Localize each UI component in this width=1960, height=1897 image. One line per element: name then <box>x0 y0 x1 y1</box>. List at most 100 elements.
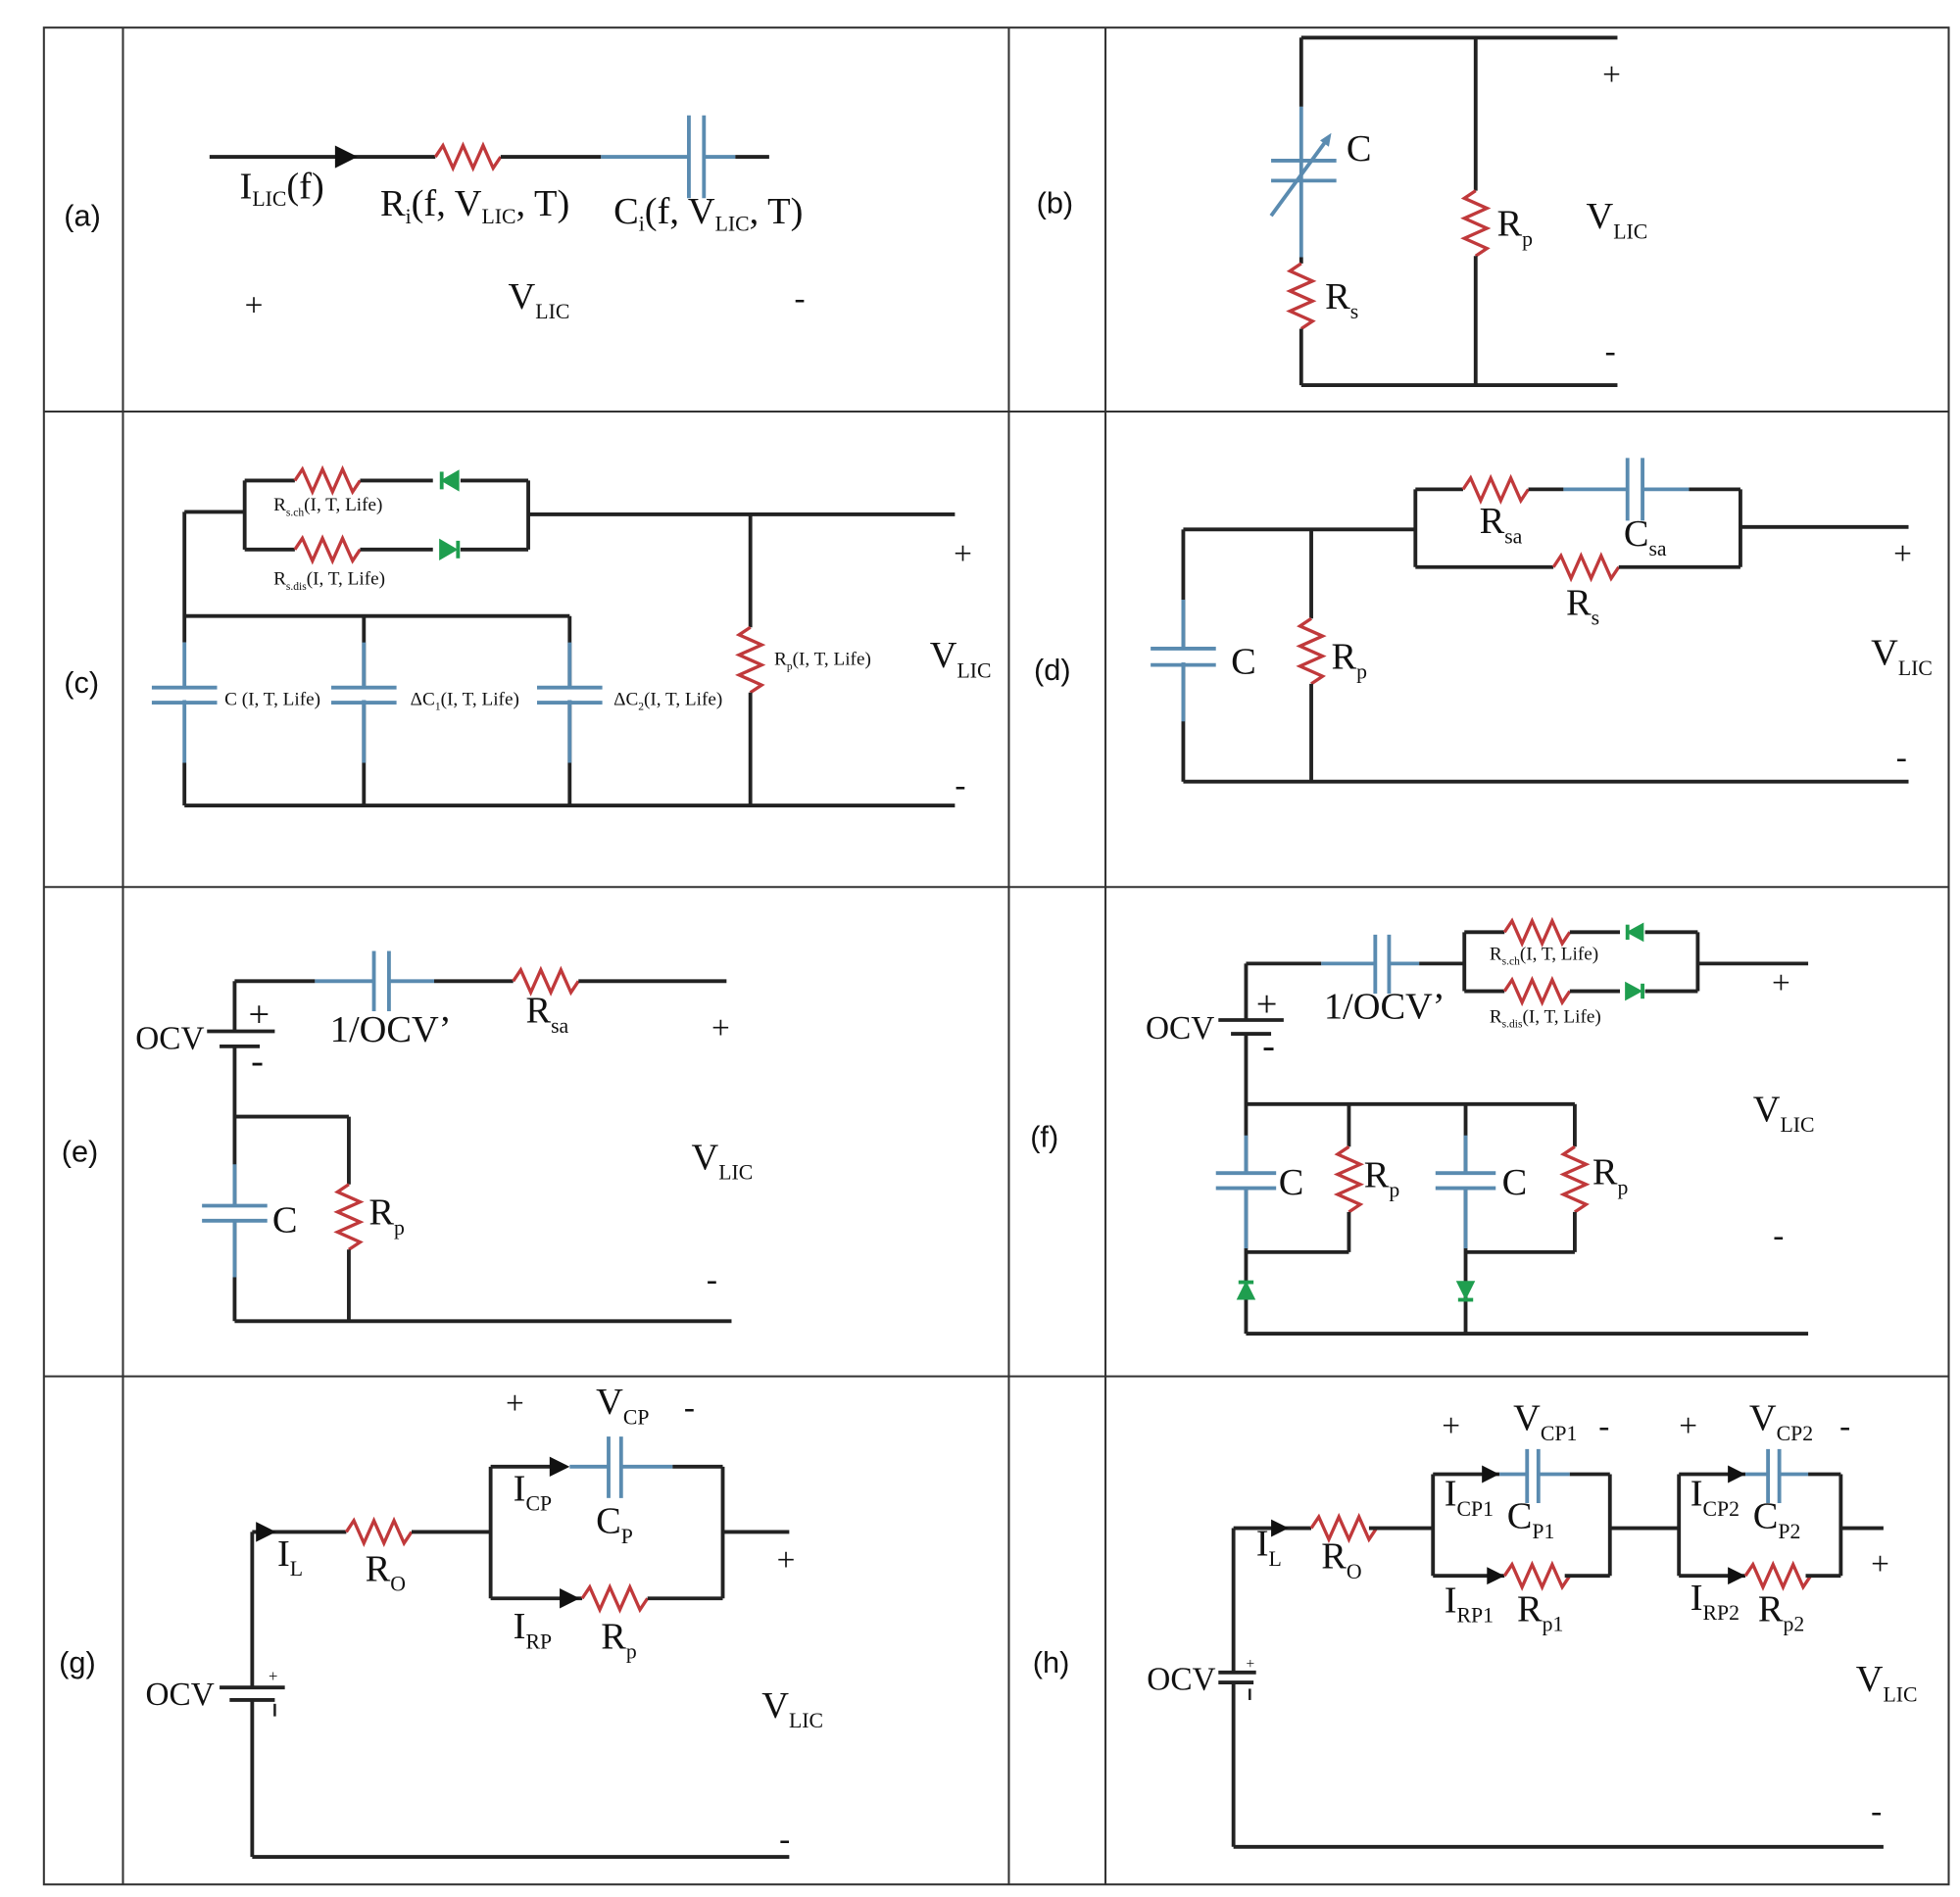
label-il: IL <box>277 1533 303 1581</box>
diode-branch-1 <box>1236 1281 1256 1300</box>
resistor-rsch <box>293 467 363 494</box>
minus-sign: - <box>1896 740 1907 776</box>
circuit-h: + <box>1218 1448 1884 1849</box>
capacitor-c <box>1151 600 1216 722</box>
label-il: IL <box>1256 1524 1282 1571</box>
current-arrow-irp <box>560 1588 580 1609</box>
minus-sign: - <box>1773 1217 1784 1253</box>
current-arrow-irp1 <box>1487 1567 1505 1585</box>
battery-ocv <box>207 1029 275 1048</box>
label-ro: RO <box>1321 1536 1361 1583</box>
current-arrow-il <box>256 1522 276 1542</box>
plus-sign: + <box>1772 965 1790 1001</box>
circuit-d <box>1151 458 1909 784</box>
label-vlic: VLIC <box>1856 1659 1918 1706</box>
plus-sign: + <box>711 1010 730 1046</box>
diode-charge <box>1626 922 1644 943</box>
label-ocv: OCV <box>146 1677 215 1713</box>
current-arrow-irp2 <box>1728 1567 1746 1585</box>
plus-sign: + <box>777 1542 796 1579</box>
label-vlic: VLIC <box>1871 633 1933 680</box>
circuit-a <box>209 115 769 199</box>
label-c1: C <box>1279 1162 1304 1203</box>
resistor-ro <box>344 1519 414 1545</box>
panel-label-c: (c) <box>64 665 99 700</box>
minus-sign: - <box>779 1821 790 1857</box>
panel-label-f: (f) <box>1030 1119 1058 1153</box>
resistor-rp1 <box>1336 1144 1362 1214</box>
label-ilic: ILIC(f) <box>240 166 324 211</box>
resistor-rsa <box>512 968 580 995</box>
circuit-b <box>1269 35 1618 388</box>
label-c: C <box>1347 128 1372 170</box>
label-rp2: Rp2 <box>1758 1588 1804 1635</box>
current-arrow-il <box>1271 1519 1289 1537</box>
label-rp: Rp <box>368 1192 405 1240</box>
diode-discharge <box>439 538 459 561</box>
label-rp1: Rp1 <box>1517 1588 1563 1635</box>
diode-branch-2 <box>1455 1281 1476 1300</box>
label-ocv: OCV <box>1147 1662 1215 1698</box>
panel-label-d: (d) <box>1034 653 1071 687</box>
resistor-rsa <box>1461 476 1531 503</box>
label-irp2: IRP2 <box>1690 1578 1740 1625</box>
label-vlic: VLIC <box>1753 1090 1815 1137</box>
resistor-ri <box>433 143 503 170</box>
label-ci: Ci(f, VLIC, T) <box>613 191 803 236</box>
diode-discharge <box>1625 981 1643 1001</box>
label-ocv: OCV <box>135 1020 204 1056</box>
svg-text:+: + <box>1246 1656 1254 1673</box>
minus-sign: - <box>1605 333 1616 369</box>
capacitor-dc2 <box>537 642 603 763</box>
current-arrow-icp <box>549 1456 570 1478</box>
vcp-minus: - <box>684 1389 695 1426</box>
resistor-rsdis <box>293 536 363 563</box>
current-arrow-icp2 <box>1728 1465 1746 1484</box>
resistor-rsdis <box>1502 978 1572 1004</box>
vcp-plus: + <box>506 1386 524 1422</box>
capacitor-c2 <box>1435 1135 1496 1249</box>
label-irp: IRP <box>514 1606 552 1653</box>
label-icp2: ICP2 <box>1690 1474 1740 1521</box>
svg-text:+: + <box>269 1667 277 1685</box>
vcp1-minus: - <box>1598 1408 1609 1444</box>
label-c2: C <box>1502 1162 1528 1203</box>
capacitor-c1 <box>1215 1135 1277 1249</box>
plus-sign: + <box>1893 536 1912 572</box>
battery-minus: - <box>251 1041 264 1082</box>
capacitor-c <box>151 642 218 763</box>
resistor-rp <box>737 625 763 695</box>
circuit-g: + <box>220 1436 790 1859</box>
label-csa: Csa <box>1624 513 1667 560</box>
label-vcp: VCP <box>596 1382 649 1429</box>
vcp1-plus: + <box>1442 1408 1460 1444</box>
label-rp2: Rp <box>1592 1152 1629 1199</box>
resistor-rp <box>580 1585 650 1612</box>
label-rsa: Rsa <box>1480 501 1523 548</box>
label-vcp2: VCP2 <box>1749 1398 1813 1445</box>
label-rs: Rs <box>1566 582 1599 629</box>
capacitor-c <box>202 1164 268 1278</box>
label-cp2: CP2 <box>1753 1496 1801 1543</box>
label-rsdis: Rs.dis(I, T, Life) <box>1490 1007 1601 1031</box>
label-rp: Rp(I, T, Life) <box>774 650 871 673</box>
label-c: C <box>1231 642 1256 683</box>
label-ocv: OCV <box>1146 1010 1214 1046</box>
label-rp: Rp <box>1332 636 1368 683</box>
label-rp: Rp <box>1497 204 1534 251</box>
label-rs: Rs <box>1325 276 1358 323</box>
circuit-e <box>202 950 732 1324</box>
label-inverse-ocv: 1/OCV’ <box>330 1009 452 1050</box>
panel-label-b: (b) <box>1037 186 1074 220</box>
plus-sign: + <box>954 536 972 572</box>
battery-plus: + <box>249 994 270 1035</box>
panel-label-e: (e) <box>62 1135 99 1169</box>
panel-label-h: (h) <box>1033 1645 1070 1679</box>
label-vlic: VLIC <box>1586 196 1647 243</box>
label-cp: CP <box>596 1501 633 1548</box>
resistor-rs <box>1288 262 1314 331</box>
resistor-rp <box>1298 616 1325 686</box>
label-inverse-ocv: 1/OCV’ <box>1324 987 1446 1028</box>
label-c: C <box>272 1199 298 1240</box>
label-dc1: ΔC1(I, T, Life) <box>411 690 519 713</box>
